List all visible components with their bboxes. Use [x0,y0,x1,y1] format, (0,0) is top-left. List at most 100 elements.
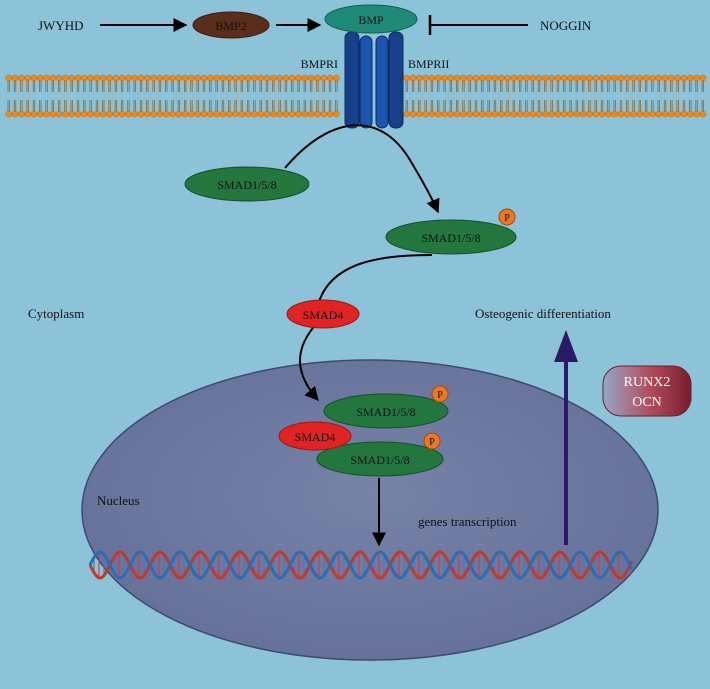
lipid-tail [594,80,597,112]
lipid-head [542,74,549,82]
lipid-head [156,74,164,82]
lipid-head [428,74,436,82]
lipid-head [567,74,574,82]
lipid-head [188,110,195,118]
lipid-tail [228,80,231,112]
lipid-head [93,74,101,82]
bmprii-label: BMPRII [408,57,449,71]
smad158-nuclear-top [323,393,449,429]
lipid-head [112,110,120,118]
genes-transcription-label: genes transcription [418,514,517,529]
lipid-head [181,110,189,118]
lipid-tail [411,80,415,112]
lipid-tail [638,80,641,112]
lipid-tail [95,80,99,112]
bmpri-receptor-right-strand [359,35,373,129]
noggin-label: NOGGIN [540,18,592,33]
lipid-head [150,110,157,118]
lipid-head [504,74,511,82]
lipid-head [106,110,113,118]
lipid-head [137,110,145,118]
lipid-head [263,110,271,118]
bmp2-label: BMP2 [215,19,246,33]
smad4-cytoplasmic [286,299,360,329]
lipid-tail [13,80,17,112]
lipid-head [668,74,675,82]
lipid-head [175,110,183,118]
runx2-ocn-box [602,365,692,417]
lipid-head [674,74,681,82]
lipid-tail [575,80,578,112]
lipid-tail [437,80,440,112]
phospho-group-nuc-bottom [423,432,441,450]
lipid-tail [481,80,484,112]
lipid-head [441,110,448,118]
lipid-head [485,110,492,118]
lipid-tail [152,80,155,112]
lipid-tail [310,80,313,112]
lipid-head [244,74,252,82]
lipid-tail [651,80,654,112]
lipid-head [466,74,473,82]
lipid-tail [165,80,168,112]
dna-double-helix [88,550,634,580]
lipid-head [422,74,429,82]
ocn-label: OCN [632,395,662,410]
lipid-tail [582,80,585,112]
lipid-head [535,110,543,118]
lipid-head [605,110,612,118]
lipid-head [74,74,82,82]
lipid-head [598,110,606,118]
lipid-head [586,74,593,82]
lipid-head [276,110,283,118]
lipid-head [687,110,694,118]
lipid-head [68,110,75,118]
lipid-tail [430,80,434,112]
lipid-tail [121,80,124,112]
nucleus-label: Nucleus [97,493,140,508]
lipid-tail [701,80,704,112]
lipid-head [435,110,442,118]
lipid-head [422,110,429,118]
lipid-head [523,74,530,82]
lipid-head [24,74,31,82]
lipid-head [213,74,220,82]
lipid-head [213,110,220,118]
lipid-head [93,110,101,118]
lipid-head [655,74,662,82]
lipid-tail [405,80,408,112]
lipid-tail [468,80,471,112]
lipid-head [144,110,151,118]
lipid-head [175,74,183,82]
lipid-tail [474,80,478,112]
lipid-tail [70,80,73,112]
lipid-head [409,110,417,118]
lipid-head [100,74,107,82]
lipid-tail [493,80,497,112]
dna-strand-red [88,550,634,580]
lipid-tail [133,80,136,112]
lipid-head [554,74,562,82]
lipid-head [320,74,327,82]
lipid-head [642,110,650,118]
lipid-tail [456,80,459,112]
nuclear-translocation-arrow [299,321,319,402]
lipid-tail [278,80,281,112]
lipid-tail [550,80,553,112]
lipid-head [617,110,625,118]
lipid-tail [190,80,193,112]
phospho-nuc-top-label: P [437,390,443,401]
lipid-head [188,74,195,82]
lipid-tail [525,80,528,112]
lipid-head [624,74,631,82]
lipid-tail [32,80,36,112]
lipid-head [699,110,707,118]
lipid-head [630,110,637,118]
lipid-head [510,110,518,118]
lipid-head [561,74,568,82]
lipid-head [207,110,214,118]
bmprii-receptor-right-strand [388,31,404,129]
bmp-receptor-complex [344,31,404,129]
lipid-tail [619,80,623,112]
